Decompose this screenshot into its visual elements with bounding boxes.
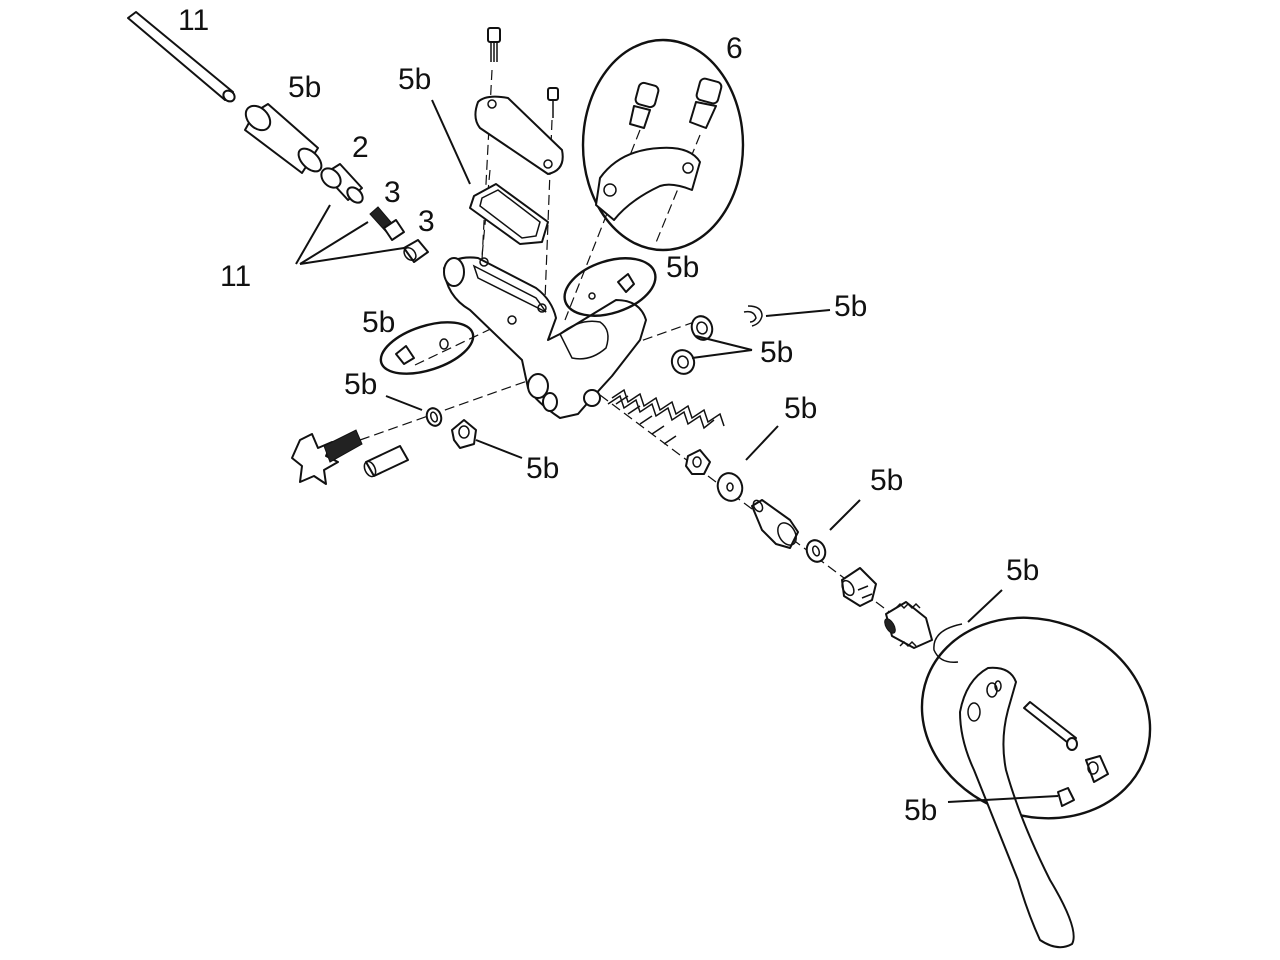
left-screw-ring [379, 321, 475, 375]
callout-5b-clip: 5b [834, 290, 867, 323]
callout-11-top: 11 [178, 4, 209, 37]
lever-blade-assembly [920, 616, 1152, 949]
callout-5b-oring-left: 5b [344, 368, 377, 401]
compression-fitting-part [320, 163, 364, 204]
olive-nut-part [403, 239, 429, 263]
e-clip-part [743, 305, 763, 327]
callout-5b-nut-left: 5b [526, 452, 559, 485]
banjo-bolt-part [369, 206, 405, 241]
left-nut-part [451, 419, 477, 449]
adjuster-gear-part [884, 601, 933, 649]
callout-5b-bushings: 5b [760, 336, 793, 369]
piston-cup-part [716, 472, 744, 502]
washer-part [805, 539, 827, 563]
bushing-upper-part [690, 315, 714, 341]
callout-6: 6 [726, 32, 743, 65]
callout-2: 2 [352, 131, 369, 164]
callout-5b-cover-boot: 5b [288, 71, 321, 104]
pushrod-part [841, 567, 877, 607]
piston-part [751, 499, 799, 549]
diaphragm-part [469, 183, 549, 245]
reach-adjust-pin-part [363, 445, 409, 478]
callout-leader-lines [295, 99, 1059, 803]
callout-5b-lever: 5b [1006, 554, 1039, 587]
reach-adjust-knob-part [291, 429, 363, 485]
callout-5b-piston-cup: 5b [784, 392, 817, 425]
callout-3-bolt: 3 [384, 176, 401, 209]
clamp-assembly-part [581, 38, 745, 252]
master-cylinder-body-part [443, 256, 647, 419]
bleed-port-ring [563, 257, 657, 317]
callout-labels: 11 5b 5b 2 3 3 11 6 5b 5b 5b 5b 5b 5b 5b… [178, 4, 1039, 827]
callout-5b-bleed-ring: 5b [666, 251, 699, 284]
callout-5b-washer: 5b [870, 464, 903, 497]
bushing-lower-part [670, 349, 696, 375]
hose-cover-boot-part [244, 103, 323, 174]
piston-cup-nut-part [685, 449, 711, 475]
callout-3-nut: 3 [418, 205, 435, 238]
return-spring-part [607, 388, 725, 445]
callout-5b-pin: 5b [904, 794, 937, 827]
callout-5b-diaphragm: 5b [398, 63, 431, 96]
reservoir-cover-part [474, 95, 564, 175]
hose-part [127, 11, 236, 103]
callout-5b-left-ring: 5b [362, 306, 395, 339]
reservoir-screws [487, 27, 559, 118]
callout-11-left: 11 [220, 260, 251, 293]
left-oring-part [425, 407, 443, 427]
